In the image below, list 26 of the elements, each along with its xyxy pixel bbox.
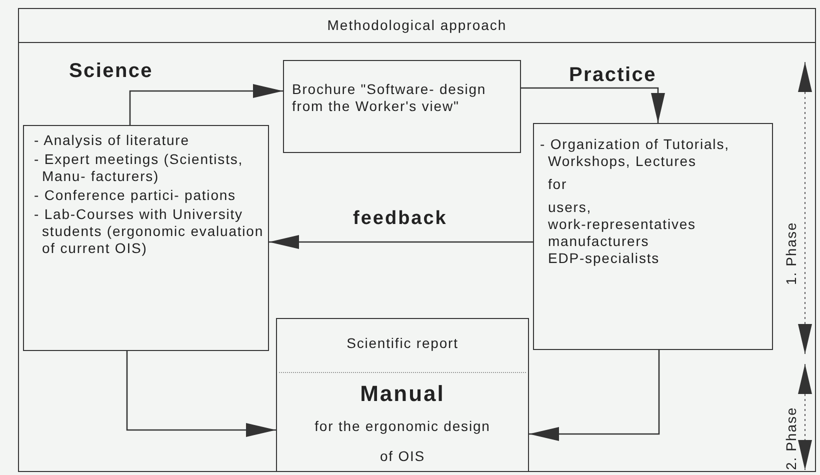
list-item: for [548, 176, 568, 193]
phase-label: 1. Phase [783, 222, 799, 285]
arrow [269, 235, 533, 249]
arrow [129, 84, 283, 125]
manual-title: Manual [360, 385, 445, 402]
arrow [529, 350, 660, 441]
list-item: - Lab-Courses with University students (ergonomic evaluation of current OIS) [33, 206, 264, 257]
phase-label: 2. Phase [783, 406, 799, 470]
list-item: - Conference partici- pations [33, 187, 237, 204]
manual-subtitle: for the ergonomic design of OIS [314, 417, 492, 466]
diagram-title: Methodological approach [326, 17, 508, 33]
list-item: users, [548, 199, 593, 216]
list-item: - Organization of Tutorials, Workshops, Lectures [539, 136, 730, 170]
report-box [276, 318, 529, 472]
list-item: manufacturers [548, 233, 650, 250]
list-item: EDP-specialists [548, 250, 661, 267]
report-text: Scientific report [346, 335, 458, 352]
arrow [521, 87, 665, 123]
column-heading: Science [69, 63, 154, 80]
list-item: work-representatives [548, 216, 697, 233]
column-heading: Practice [569, 67, 656, 84]
box-text: Brochure "Software- design from the Worker's view" [292, 81, 488, 115]
list-item: - Analysis of literature [33, 132, 190, 149]
process-box [283, 60, 521, 153]
arrow [126, 351, 276, 437]
list-item: - Expert meetings (Scientists, Manu- facturers) [33, 151, 244, 185]
